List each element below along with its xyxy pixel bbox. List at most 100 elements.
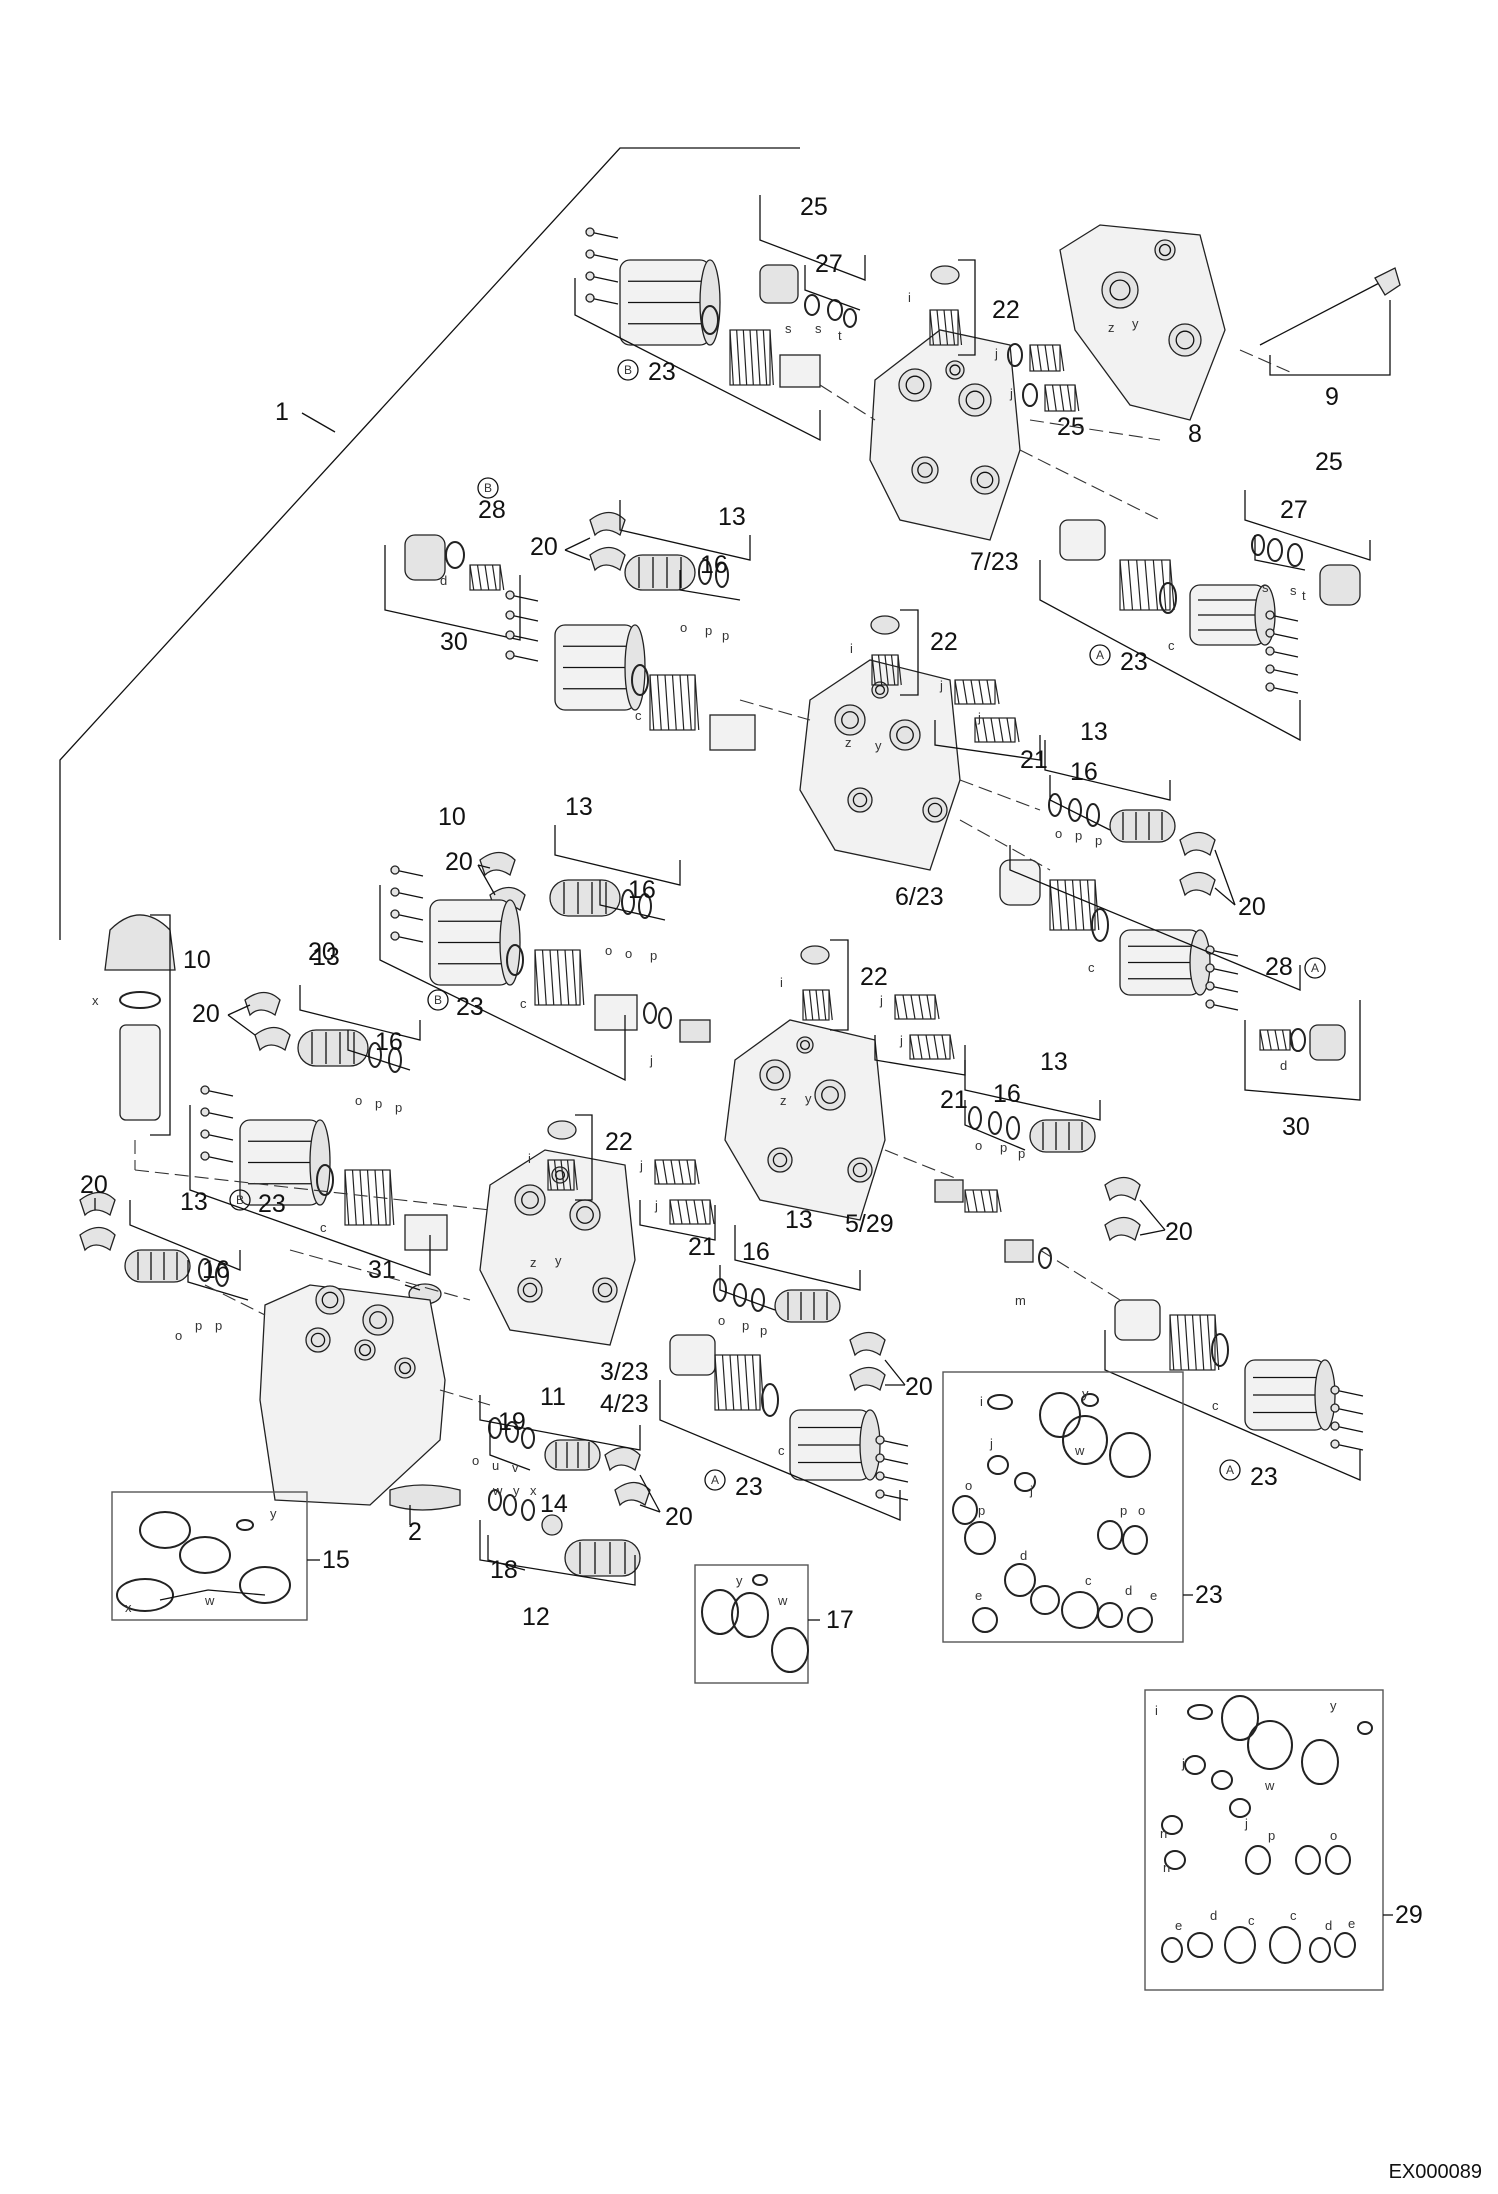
bolt-set-24-3-head (875, 1471, 885, 1481)
plug-22-mid (870, 615, 900, 635)
letter-p: p (705, 623, 712, 638)
spool-13-mid-right (1109, 809, 1176, 843)
o-ring (964, 1521, 996, 1555)
inlet-block-2 (259, 1284, 446, 1506)
plug-5-left (934, 1179, 964, 1203)
spring-21d-outline (909, 1034, 951, 1060)
spring-21d (909, 1034, 955, 1060)
callout-12: 12 (522, 1603, 550, 1631)
callout-16: 16 (628, 876, 656, 904)
letter-o: o (680, 620, 687, 635)
axis-dashed (1019, 449, 1161, 521)
letter-m: m (1015, 1293, 1026, 1308)
leader-line (639, 1474, 661, 1513)
o-ring (972, 1607, 998, 1633)
bolt-set-mid-upper-head (505, 630, 515, 640)
bolt-set-right-top (1269, 650, 1299, 658)
letter-o: o (965, 1478, 972, 1493)
letter-p: p (375, 1096, 382, 1111)
letter-y: y (805, 1091, 812, 1106)
bolt-set-10-head (390, 865, 400, 875)
o-ring (1097, 1520, 1123, 1550)
port (1168, 323, 1202, 357)
clip-20-mid-right-b (1179, 871, 1216, 897)
bolt-set-left-b (204, 1133, 234, 1141)
o-ring (116, 1578, 174, 1612)
callout-13: 13 (718, 503, 746, 531)
o-ring (1014, 1472, 1036, 1492)
seal-kit-box-23 (942, 1371, 1184, 1643)
letter-i: i (908, 290, 911, 305)
letter-p: p (1000, 1140, 1007, 1155)
letter-s: s (1290, 583, 1297, 598)
circle-mark-A (1219, 1459, 1241, 1481)
letter-c: c (1168, 638, 1175, 653)
o-ring (631, 664, 649, 696)
letter-y: y (1132, 316, 1139, 331)
port-bore (1175, 330, 1195, 350)
circle-mark-B (229, 1189, 251, 1211)
bolt-set-left-b-head (200, 1129, 210, 1139)
bolt-set-right-top (1269, 632, 1299, 640)
letter-d: d (1280, 1058, 1287, 1073)
letter-z: z (845, 735, 852, 750)
callout-18: 18 (490, 1556, 518, 1584)
spool-13-lower-right (1029, 1119, 1096, 1153)
spool-top (779, 354, 821, 388)
letter-y: y (270, 1506, 277, 1521)
spring-top (729, 329, 774, 386)
bracket-item-16-mid-right (1049, 775, 1111, 831)
spool-mid-upper (709, 714, 756, 751)
tie-rod-9 (1259, 279, 1386, 346)
port-bore (522, 1282, 538, 1298)
o-ring (1325, 1845, 1351, 1875)
circle-mark-A-text: A (711, 1473, 719, 1487)
bolt-set-top-head (585, 227, 595, 237)
letter-i: i (528, 1151, 531, 1166)
plug-26-right (1319, 564, 1361, 606)
bracket-item-13-10 (554, 825, 681, 886)
port (834, 704, 866, 736)
bolt-set-right-top-head (1265, 664, 1275, 674)
port-bore (896, 726, 914, 744)
callout-20: 20 (1238, 893, 1266, 921)
leader-line (227, 1004, 251, 1016)
leader-line (477, 864, 496, 896)
bolt-set-right-top (1269, 614, 1299, 622)
axis-dashed (1029, 419, 1161, 441)
spring-right-top (1119, 559, 1175, 611)
port-bore (852, 792, 868, 808)
bracket-item-16-lower-right (964, 1100, 1026, 1151)
leader-line (1214, 887, 1236, 906)
bracket-item-13-left (299, 985, 421, 1041)
bolt-set-left-b-head (200, 1151, 210, 1161)
bracket-item-13-lower-right (964, 1060, 1101, 1121)
o-ring (1309, 1937, 1331, 1963)
clip-20-far-left-b (79, 1226, 116, 1252)
bolt-set-top (589, 275, 619, 283)
bolt-set-24-lower-right-head (1330, 1385, 1340, 1395)
leader-line (639, 1504, 661, 1513)
bolt-set-24-lower-right-head (1330, 1403, 1340, 1413)
port-bore (965, 390, 985, 410)
letter-y: y (1082, 1386, 1089, 1401)
callout-20: 20 (1165, 1218, 1193, 1246)
callout-17: 17 (826, 1606, 854, 1634)
letter-o: o (355, 1093, 362, 1108)
callout-13: 13 (312, 943, 340, 971)
spool-right-top (1059, 519, 1106, 561)
letter-i: i (850, 641, 853, 656)
spring-21e (654, 1159, 700, 1185)
callout-20: 20 (308, 938, 336, 966)
port (514, 1184, 546, 1216)
bolt-set-mid-upper (509, 614, 539, 622)
spring-21b (974, 717, 1020, 743)
callout-16: 16 (1070, 758, 1098, 786)
letter-i: i (780, 975, 783, 990)
clip-20-upper-b (589, 546, 626, 572)
letter-o: o (1138, 1503, 1145, 1518)
letter-y: y (736, 1573, 743, 1588)
letter-o: o (1055, 826, 1062, 841)
o-ring (1224, 1926, 1256, 1964)
spring-mid-upper (649, 674, 700, 731)
